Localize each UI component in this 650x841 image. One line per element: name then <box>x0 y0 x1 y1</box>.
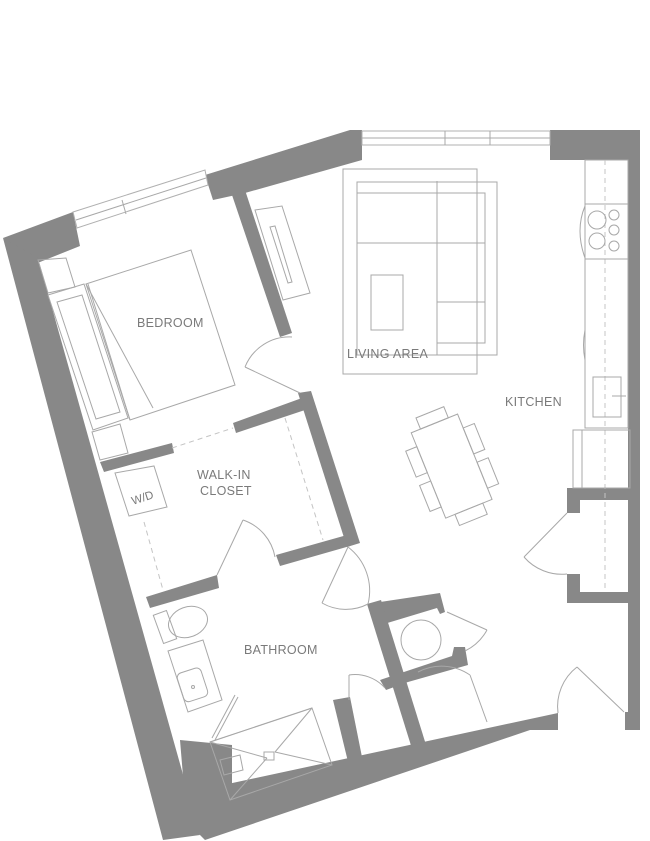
wall-right-outer <box>628 160 640 730</box>
label-washer-dryer: W/D <box>130 489 155 507</box>
wall-closet-right <box>298 391 360 547</box>
wall-top-middle <box>205 130 362 200</box>
rug <box>342 168 478 375</box>
entry-door-swing <box>557 666 578 714</box>
dining-set <box>405 406 500 527</box>
bathroom-door-swing <box>347 546 371 605</box>
utility-door-swing <box>464 629 488 652</box>
water-heater <box>400 619 442 661</box>
wall-utility-top <box>367 593 445 624</box>
fridge <box>572 429 631 489</box>
counter <box>584 159 629 429</box>
sink <box>592 376 622 418</box>
living-furniture <box>342 168 498 375</box>
bathroom-sink <box>176 667 209 703</box>
bedroom-door-swing <box>244 336 293 368</box>
washer-dryer <box>114 465 168 517</box>
pantry-door-swing <box>523 556 568 575</box>
closet-door-swing <box>242 519 276 558</box>
closet-furniture <box>114 417 324 591</box>
wall-top-right <box>550 130 640 160</box>
wall-closet-bathroom <box>146 575 219 608</box>
windows <box>72 130 551 229</box>
wall-pantry-bottom <box>567 574 630 603</box>
wall-shower-right <box>333 697 364 770</box>
dresser <box>47 283 129 431</box>
wall-left-outer <box>3 238 200 840</box>
wall-bottom-outer <box>200 713 558 840</box>
cooktop <box>584 203 629 260</box>
label-bathroom: BATHROOM <box>244 643 318 657</box>
doors <box>216 336 625 723</box>
vanity <box>167 639 223 713</box>
label-living-area: LIVING AREA <box>347 347 428 361</box>
bed <box>85 249 236 421</box>
kitchen-counter <box>572 159 631 590</box>
bathroom-fixtures <box>152 605 333 801</box>
wall-bedroom-living <box>232 190 292 337</box>
walls <box>3 130 640 840</box>
wall-bottom-right-stub <box>625 712 640 730</box>
utility-fixtures <box>400 619 442 661</box>
wall-bottom-outer-base <box>180 740 232 835</box>
tv-console <box>254 205 311 301</box>
label-walk-in-closet-2: CLOSET <box>200 484 252 498</box>
wall-utility-mid <box>380 647 468 690</box>
toilet <box>168 605 208 639</box>
nightstand-bottom <box>91 423 129 461</box>
dining-table <box>410 413 493 519</box>
label-kitchen: KITCHEN <box>505 395 562 409</box>
wall-closet-bottom-right <box>276 535 350 566</box>
sofa <box>356 181 498 356</box>
wall-bedroom-closet-left <box>100 443 174 472</box>
room-labels: BEDROOM LIVING AREA KITCHEN WALK-IN CLOS… <box>130 316 562 657</box>
label-walk-in-closet-1: WALK-IN <box>197 468 251 482</box>
label-bedroom: BEDROOM <box>137 316 204 330</box>
wall-pantry-top <box>567 488 630 513</box>
wall-bedroom-closet-right <box>233 398 305 433</box>
bedroom-furniture <box>37 205 311 461</box>
coffee-table <box>370 274 404 331</box>
